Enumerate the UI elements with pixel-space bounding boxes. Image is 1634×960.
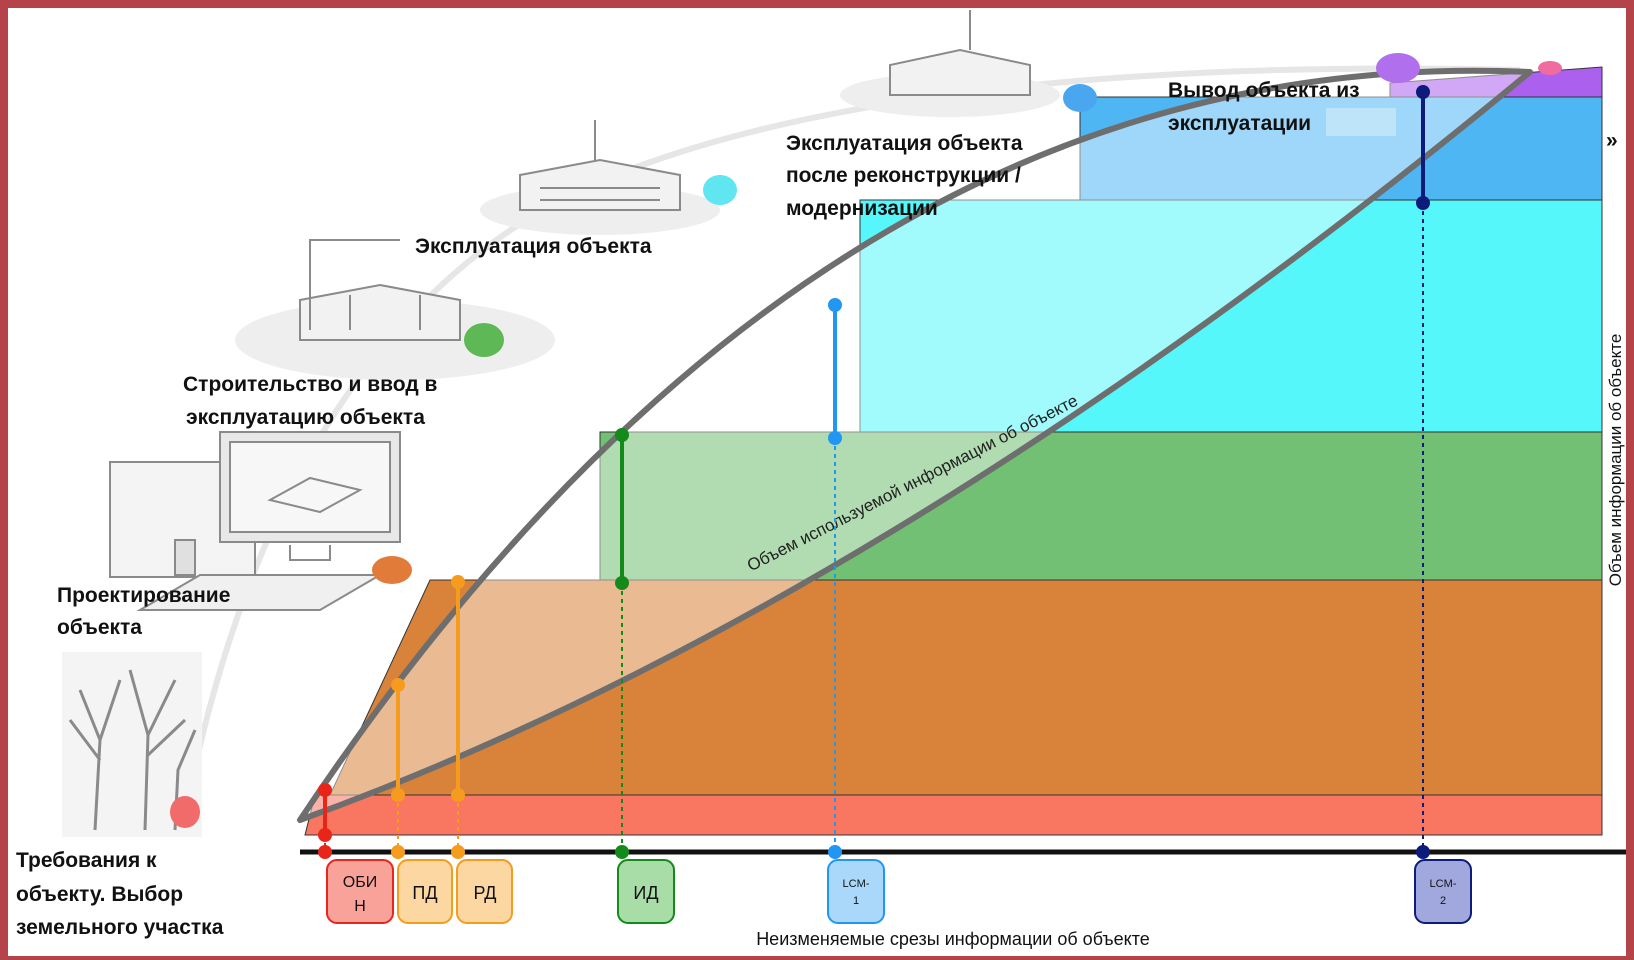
decommission-stage-dot xyxy=(1376,53,1420,83)
milestone-pd[interactable]: ПД xyxy=(397,859,453,924)
stage-label-requirements: Требования к объекту. Выбор земельного у… xyxy=(16,849,224,939)
stage-label-operation: Эксплуатация объекта xyxy=(415,235,652,258)
milestone-dot-0-1 xyxy=(318,828,332,842)
svg-text:после реконструкции /: после реконструкции / xyxy=(786,164,1021,187)
decommission-stage-dot-2 xyxy=(1538,61,1562,75)
milestone-dot-4-1 xyxy=(828,431,842,445)
milestone-lcm2-label-1: LCM- xyxy=(1430,878,1457,890)
milestone-dot-2-2 xyxy=(451,845,465,859)
stage-label-reconstruction: Эксплуатация объекта после реконструкции… xyxy=(786,132,1023,220)
milestone-obin-label-1: ОБИ xyxy=(343,874,377,891)
computer-illustration xyxy=(109,431,401,611)
milestone-obin[interactable]: ОБИ Н xyxy=(326,859,394,924)
svg-text:Вывод объекта из: Вывод объекта из xyxy=(1168,79,1360,102)
operation-stage-dot xyxy=(703,175,737,205)
stage-label-construction: Строительство и ввод в эксплуатацию объе… xyxy=(183,373,437,429)
milestone-id[interactable]: ИД xyxy=(617,859,675,924)
svg-text:эксплуатацию объекта: эксплуатацию объекта xyxy=(186,406,425,429)
construction-illustration xyxy=(235,239,555,380)
milestone-dot-0-2 xyxy=(318,845,332,859)
svg-text:Требования к: Требования к xyxy=(16,849,157,872)
milestone-dot-0-0 xyxy=(318,783,332,797)
milestone-dot-3-1 xyxy=(615,576,629,590)
band-requirements xyxy=(304,794,1603,836)
svg-text:объекту. Выбор: объекту. Выбор xyxy=(16,883,183,906)
requirements-stage-dot xyxy=(170,796,200,828)
y-axis-label: Объем информации об объекте xyxy=(1606,334,1625,587)
svg-text:модернизации: модернизации xyxy=(786,197,938,220)
milestone-dot-4-2 xyxy=(828,845,842,859)
milestone-rd-label: РД xyxy=(474,883,497,903)
svg-text:земельного участка: земельного участка xyxy=(16,916,224,939)
used-information-lens xyxy=(297,67,1533,823)
milestone-dot-5-1 xyxy=(1416,196,1430,210)
stage-label-decommission: Вывод объекта из эксплуатации xyxy=(1168,79,1360,135)
milestone-lcm1[interactable]: LCM- 1 xyxy=(827,859,885,924)
svg-text:Эксплуатация объекта: Эксплуатация объекта xyxy=(786,132,1023,155)
milestone-markers xyxy=(318,85,1430,859)
milestone-dot-2-1 xyxy=(451,788,465,802)
svg-text:Эксплуатация объекта: Эксплуатация объекта xyxy=(415,235,652,258)
milestone-pd-label: ПД xyxy=(412,883,437,903)
milestone-rd[interactable]: РД xyxy=(456,859,513,924)
milestone-dot-3-2 xyxy=(615,845,629,859)
milestone-dot-2-0 xyxy=(451,575,465,589)
milestone-obin-label-2: Н xyxy=(354,898,366,915)
milestone-dot-5-2 xyxy=(1416,845,1430,859)
milestone-dot-1-0 xyxy=(391,678,405,692)
design-stage-dot xyxy=(372,556,412,584)
milestone-lcm2[interactable]: LCM- 2 xyxy=(1414,859,1472,924)
construction-stage-dot xyxy=(464,323,504,357)
svg-text:Проектирование: Проектирование xyxy=(57,584,230,607)
milestone-dot-3-0 xyxy=(615,428,629,442)
reconstruction-stage-dot xyxy=(1063,84,1097,112)
milestone-lcm1-label-1: LCM- xyxy=(843,878,870,890)
svg-text:эксплуатации: эксплуатации xyxy=(1168,112,1311,135)
milestone-dot-4-0 xyxy=(828,298,842,312)
x-axis-label: Неизменяемые срезы информации об объекте xyxy=(756,929,1150,949)
information-bands xyxy=(304,66,1603,836)
right-edge-fragment: » xyxy=(1606,129,1618,152)
milestone-dot-1-2 xyxy=(391,845,405,859)
factory-illustration xyxy=(480,120,720,235)
milestone-id-label: ИД xyxy=(633,883,658,903)
milestone-boxes: ОБИ Н ПД РД ИД LCM- 1 LCM- 2 xyxy=(326,859,1472,924)
svg-text:объекта: объекта xyxy=(57,616,142,639)
stage-label-design: Проектирование объекта xyxy=(57,584,230,639)
decommission-label-occluder xyxy=(1326,108,1396,136)
svg-text:Строительство и ввод в: Строительство и ввод в xyxy=(183,373,437,396)
milestone-dot-1-1 xyxy=(391,788,405,802)
milestone-lcm2-label-2: 2 xyxy=(1440,895,1446,907)
reconstruction-illustration xyxy=(840,10,1060,117)
milestone-lcm1-label-2: 1 xyxy=(853,895,859,907)
milestone-dot-5-0 xyxy=(1416,85,1430,99)
